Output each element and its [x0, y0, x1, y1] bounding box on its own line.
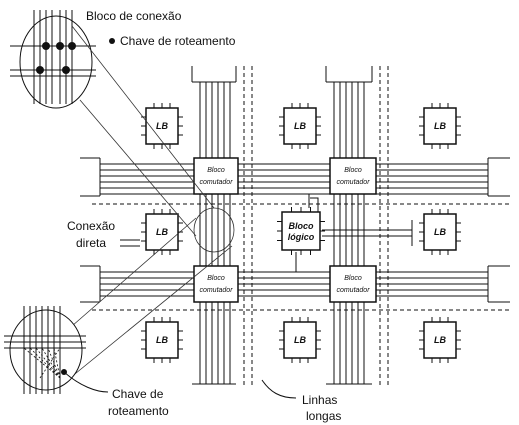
label-direct-connection-1: Conexão — [67, 219, 115, 233]
label-direct-connection-2: direta — [76, 236, 106, 250]
switch-block-bottom-left: Bloco comutador — [193, 265, 239, 303]
routing-switch-legend-dot — [109, 38, 115, 44]
logic-block-wiring — [295, 194, 413, 272]
lb-block: LB — [279, 103, 321, 149]
switch-block-label-1: Bloco — [344, 167, 362, 174]
lb-label: LB — [434, 335, 446, 345]
lb-label: LB — [156, 335, 168, 345]
label-long-lines-1: Linhas — [302, 393, 337, 407]
lb-block: LB — [419, 317, 461, 363]
routing-switch-dot — [42, 42, 50, 50]
switch-block-label-2: comutador — [199, 179, 233, 186]
vertical-channel-right — [325, 66, 373, 385]
routing-switch-dot — [56, 42, 64, 50]
lb-block: LB — [141, 317, 183, 363]
label-connection-block: Bloco de conexão — [86, 9, 182, 23]
zoom-projection-lines — [69, 25, 235, 379]
label-long-lines-2: longas — [306, 409, 341, 423]
switch-block-label-1: Bloco — [344, 275, 362, 282]
switch-block-label-2: comutador — [336, 287, 370, 294]
label-routing-switch-bottom-1: Chave de — [112, 387, 164, 401]
lb-block: LB — [141, 209, 183, 255]
lb-label: LB — [434, 121, 446, 131]
annotation-leaders — [63, 239, 297, 399]
horizontal-channel-top — [80, 157, 510, 197]
lb-label: LB — [156, 121, 168, 131]
lb-block: LB — [141, 103, 183, 149]
logic-block-label-1: Bloco — [288, 221, 314, 231]
switch-block-label-2: comutador — [336, 179, 370, 186]
lb-label: LB — [294, 121, 306, 131]
routing-switch-magnified — [4, 306, 86, 394]
vertical-channel-left — [191, 66, 237, 385]
lb-block: LB — [419, 209, 461, 255]
lb-block: LB — [419, 103, 461, 149]
switch-block-label-1: Bloco — [207, 167, 225, 174]
label-routing-switch-bottom-2: roteamento — [108, 404, 169, 418]
lb-label: LB — [294, 335, 306, 345]
switch-block-label-2: comutador — [199, 287, 233, 294]
switch-block-bottom-right: Bloco comutador — [329, 265, 377, 303]
long-lines — [92, 66, 510, 388]
switch-block-top-left: Bloco comutador — [193, 157, 239, 195]
horizontal-channel-bottom — [80, 265, 510, 303]
lb-label: LB — [434, 227, 446, 237]
logic-block-label-2: lógico — [288, 232, 315, 242]
connection-block-magnified — [10, 10, 96, 109]
switch-block-label-1: Bloco — [207, 275, 225, 282]
routing-switch-dot — [36, 66, 44, 74]
lb-block: LB — [279, 317, 321, 363]
lb-label: LB — [156, 227, 168, 237]
routing-switch-dot — [68, 42, 76, 50]
switch-block-top-right: Bloco comutador — [329, 157, 377, 195]
label-routing-switch-top: Chave de roteamento — [120, 34, 236, 48]
routing-switch-dot — [62, 66, 70, 74]
